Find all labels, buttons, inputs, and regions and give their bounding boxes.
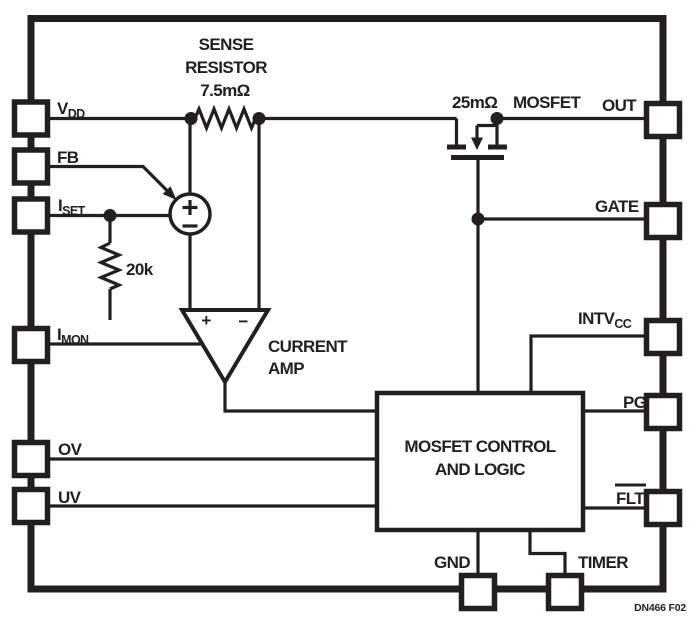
amp-minus-input-label: − bbox=[238, 312, 248, 331]
sense-resistor-label-line1: SENSE bbox=[199, 35, 254, 54]
timer-wire bbox=[528, 530, 567, 576]
control-block-label-line1: MOSFET CONTROL bbox=[404, 437, 555, 456]
pin-out bbox=[643, 100, 683, 140]
sense-resistor-symbol bbox=[193, 104, 257, 133]
pin-timer bbox=[545, 572, 585, 612]
junction-dot bbox=[471, 212, 485, 226]
gate-wire bbox=[471, 157, 647, 393]
pin-gate bbox=[643, 201, 683, 241]
mosfet-symbol bbox=[447, 118, 507, 160]
pin-iset-label: ISET bbox=[58, 196, 86, 218]
pin-out-label: OUT bbox=[602, 96, 637, 115]
figure-id-label: DN466 F02 bbox=[634, 602, 686, 614]
pin-vdd-label: VDD bbox=[57, 99, 85, 121]
svg-text:FLT: FLT bbox=[616, 489, 645, 508]
amp-output-wire bbox=[223, 382, 377, 413]
current-amp-symbol: + − bbox=[178, 308, 272, 386]
mosfet-control-logic-block: MOSFET CONTROL AND LOGIC bbox=[374, 390, 586, 533]
control-block-label-line2: AND LOGIC bbox=[435, 460, 525, 479]
iset-current-source bbox=[168, 118, 212, 310]
sense-resistor-label-line2: RESISTOR bbox=[185, 58, 267, 77]
pin-imon-label: IMON bbox=[57, 325, 89, 347]
pin-timer-label: TIMER bbox=[578, 553, 628, 572]
plus-minus-icon bbox=[182, 200, 198, 228]
pin-vdd bbox=[11, 99, 51, 138]
amp-plus-input-label: + bbox=[201, 311, 211, 330]
mosfet-body-arrow-icon bbox=[471, 137, 483, 150]
pin-intvcc-label: INTVCC bbox=[578, 309, 632, 331]
pin-gnd-label: GND bbox=[434, 553, 470, 572]
pin-iset bbox=[11, 196, 51, 235]
mosfet-label: MOSFET bbox=[513, 93, 581, 112]
pin-uv bbox=[11, 486, 51, 526]
resistor-20k-symbol bbox=[96, 215, 124, 320]
pin-ov bbox=[11, 439, 51, 479]
pin-fb bbox=[11, 147, 51, 186]
current-amp-label-line2: AMP bbox=[268, 359, 304, 378]
pin-pg-label: PG bbox=[623, 393, 647, 412]
fb-wire bbox=[48, 164, 177, 200]
pin-gate-label: GATE bbox=[595, 197, 639, 216]
resistor-20k-label: 20k bbox=[126, 260, 154, 279]
pin-flt bbox=[643, 488, 683, 528]
intvcc-wire bbox=[529, 334, 647, 393]
pin-gnd bbox=[458, 572, 498, 612]
pin-flt-label: FLT bbox=[615, 483, 646, 508]
pin-uv-label: UV bbox=[58, 488, 82, 507]
pin-imon bbox=[11, 325, 51, 365]
ic-outline bbox=[27, 15, 667, 593]
current-amp-label-line1: CURRENT bbox=[268, 337, 348, 356]
mosfet-rdson-label: 25mΩ bbox=[452, 93, 497, 112]
pin-ov-label: OV bbox=[58, 440, 83, 459]
pin-pg bbox=[643, 392, 683, 432]
pin-intvcc bbox=[643, 317, 683, 357]
arrowhead-icon bbox=[162, 186, 177, 200]
pin-fb-label: FB bbox=[57, 148, 79, 167]
sense-resistor-value-label: 7.5mΩ bbox=[200, 81, 249, 100]
